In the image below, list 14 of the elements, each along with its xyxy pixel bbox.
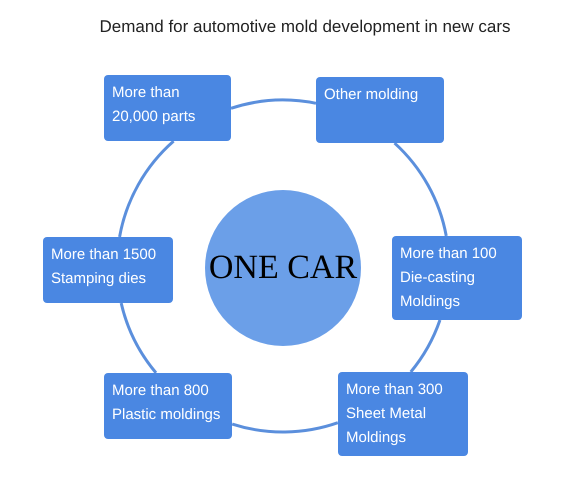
info-box: Other molding — [316, 77, 444, 143]
ring-connector — [120, 302, 158, 374]
info-box: More than 20,000 parts — [104, 75, 231, 141]
ring-connector — [118, 140, 175, 238]
info-box: More than 300 Sheet Metal Moldings — [338, 372, 468, 456]
info-box: More than 1500 Stamping dies — [43, 237, 173, 303]
ring-connector — [393, 142, 448, 236]
center-circle: ONE CAR — [205, 190, 361, 346]
ring-connector — [230, 98, 316, 110]
info-box: More than 800 Plastic moldings — [104, 373, 232, 439]
ring-connector — [232, 421, 338, 434]
ring-connector — [410, 319, 442, 373]
info-box: More than 100 Die-casting Moldings — [392, 236, 522, 320]
diagram-title: Demand for automotive mold development in new cars — [98, 17, 512, 37]
